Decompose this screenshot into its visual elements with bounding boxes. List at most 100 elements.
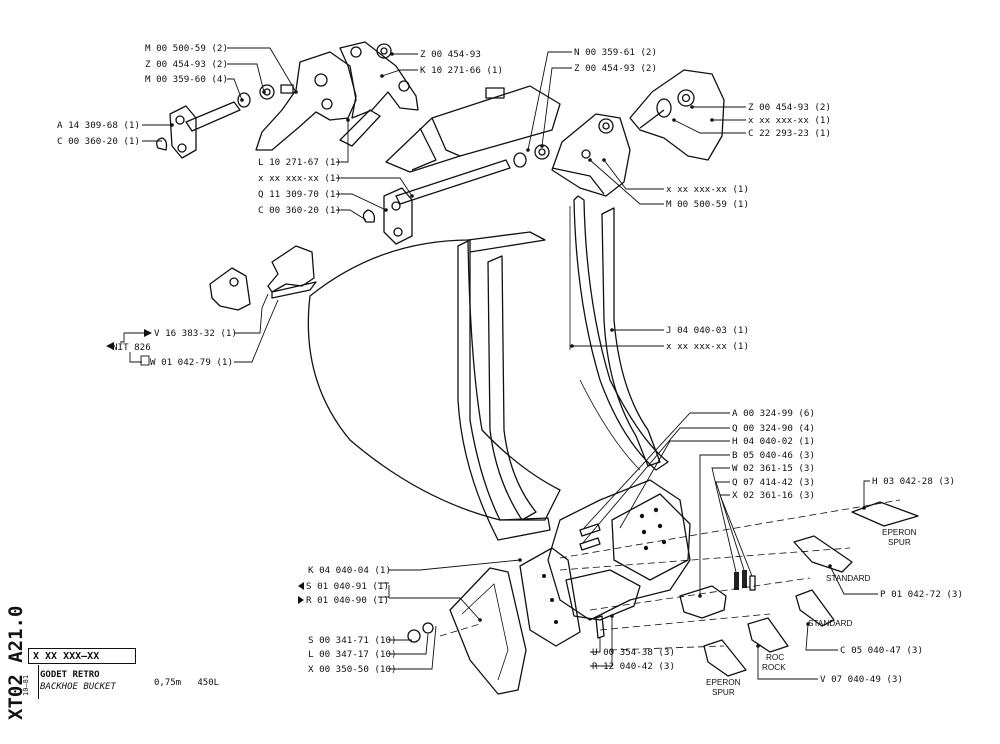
callout: X 02 361-16 (3) [732,490,815,501]
pivot-pin-left [185,101,241,132]
alignment-line [559,499,901,559]
wear-strip-left [487,255,537,521]
callout: N 00 359-61 (2) [574,47,657,58]
washer [259,84,275,100]
callout: x xx xxx-xx (1) [666,341,749,352]
tooth-pin [734,572,739,590]
callout: x xx xxx-xx (1) [666,184,749,195]
bolt [579,523,601,537]
washer [677,89,695,107]
retainer-pin [595,615,605,639]
tube-edge [431,117,461,157]
washer-hole [602,122,610,130]
callout: Q 00 324-90 (4) [732,423,815,434]
callout: U 00 354-38 (3) [592,647,675,658]
wear-strip-right [601,207,661,467]
title-volume: 450L [197,678,220,688]
callout: Q 07 414-42 (3) [732,477,815,488]
title-divider [38,665,39,699]
bracket-hole [350,46,362,58]
leader-lines [106,47,878,680]
caption: STANDARD [826,574,871,583]
axle-head-plate [383,187,413,245]
clip-pin [156,137,168,151]
pin-head-plate [169,105,197,159]
callout: M 00 359-60 (4) [145,74,228,85]
axle-pin [395,159,511,205]
side-cutter-inner [461,583,509,681]
pin-hole [175,115,185,125]
title-block: X XX XXX–XX 10–81 GODET RETRO BACKHOE BU… [22,648,238,700]
side-cutter-plate [209,267,251,311]
caption: ROC [766,653,784,662]
adapter-base [565,569,641,621]
arrow-icon [298,596,304,604]
bucket-drawing [156,41,919,695]
callout: Z 00 454-93 (2) [145,59,228,70]
bushing [237,92,251,108]
tube-lug [485,87,505,99]
tooth-spur-bottom [703,639,747,677]
left-side-plate [457,239,551,541]
callout: S 01 040-91 (1) [306,581,389,592]
plate-hole [229,277,239,287]
pivot-shaft [639,109,665,129]
callout: X 00 350-50 (10) [308,664,397,675]
callout: H 04 040-02 (1) [732,436,815,447]
callout: V 16 383-32 (1) [154,328,237,339]
washer-hole [681,93,691,103]
callout: x xx xxx-xx (1) [748,115,831,126]
right-pivot-bracket [629,69,725,161]
clip-pin [362,209,376,223]
callout: A 00 324-99 (6) [732,408,815,419]
pin-hole [391,201,401,211]
callout: K 04 040-04 (1) [308,565,391,576]
arrow-icon [298,582,304,590]
callout: Q 11 309-70 (1) [258,189,341,200]
title-name-en: BACKHOE BUCKET [40,682,116,692]
caption: SPUR [888,538,911,547]
hook-base [271,281,317,299]
box-icon [140,355,150,366]
tooth-adapter [679,585,727,619]
callout: H 03 042-28 (3) [872,476,955,487]
tooth-captions: EPERON SPUR STANDARD STANDARD ROC ROCK E… [706,528,917,697]
title-spec: 0,75m 450L [154,678,219,688]
tooth-spur-top [851,501,919,527]
lock-washer [422,622,434,634]
washer-hole [380,47,388,55]
side-plate-mid [519,547,581,647]
lifting-hook [267,245,315,293]
nut [407,629,421,643]
grease-nipple [581,149,591,159]
bolt [579,537,601,551]
side-cutter-left [449,567,527,695]
cross-tube [385,85,561,173]
tooth-standard-mid [795,589,835,627]
callout: A 14 309-68 (1) [57,120,140,131]
washer [598,118,614,134]
washer-hole [538,148,546,156]
back-curve-line [579,379,641,471]
caption: STANDARD [808,619,853,628]
bucket-back-arc [573,195,669,471]
callout: M 00 500-59 (1) [666,199,749,210]
bushing [656,98,672,118]
title-capacity: 0,75m [154,678,182,688]
cutting-edge-block [547,479,691,621]
pin-hole [393,227,403,237]
caption: EPERON [882,528,917,537]
alignment-line [599,613,771,631]
pin-hole [177,143,187,153]
callout: Z 00 454-93 (2) [748,102,831,113]
callout: K 10 271-66 (1) [420,65,503,76]
callout: Z 00 454-93 [420,49,481,60]
callout: W 01 042-79 (1) [150,357,233,368]
alignment-line [439,623,481,637]
bucket-top-edge [467,231,546,253]
tooth-pin [742,570,747,588]
middle-bracket [551,113,631,197]
callout: C 00 360-20 (1) [57,136,140,147]
callout: L 00 347-17 (10) [308,649,397,660]
